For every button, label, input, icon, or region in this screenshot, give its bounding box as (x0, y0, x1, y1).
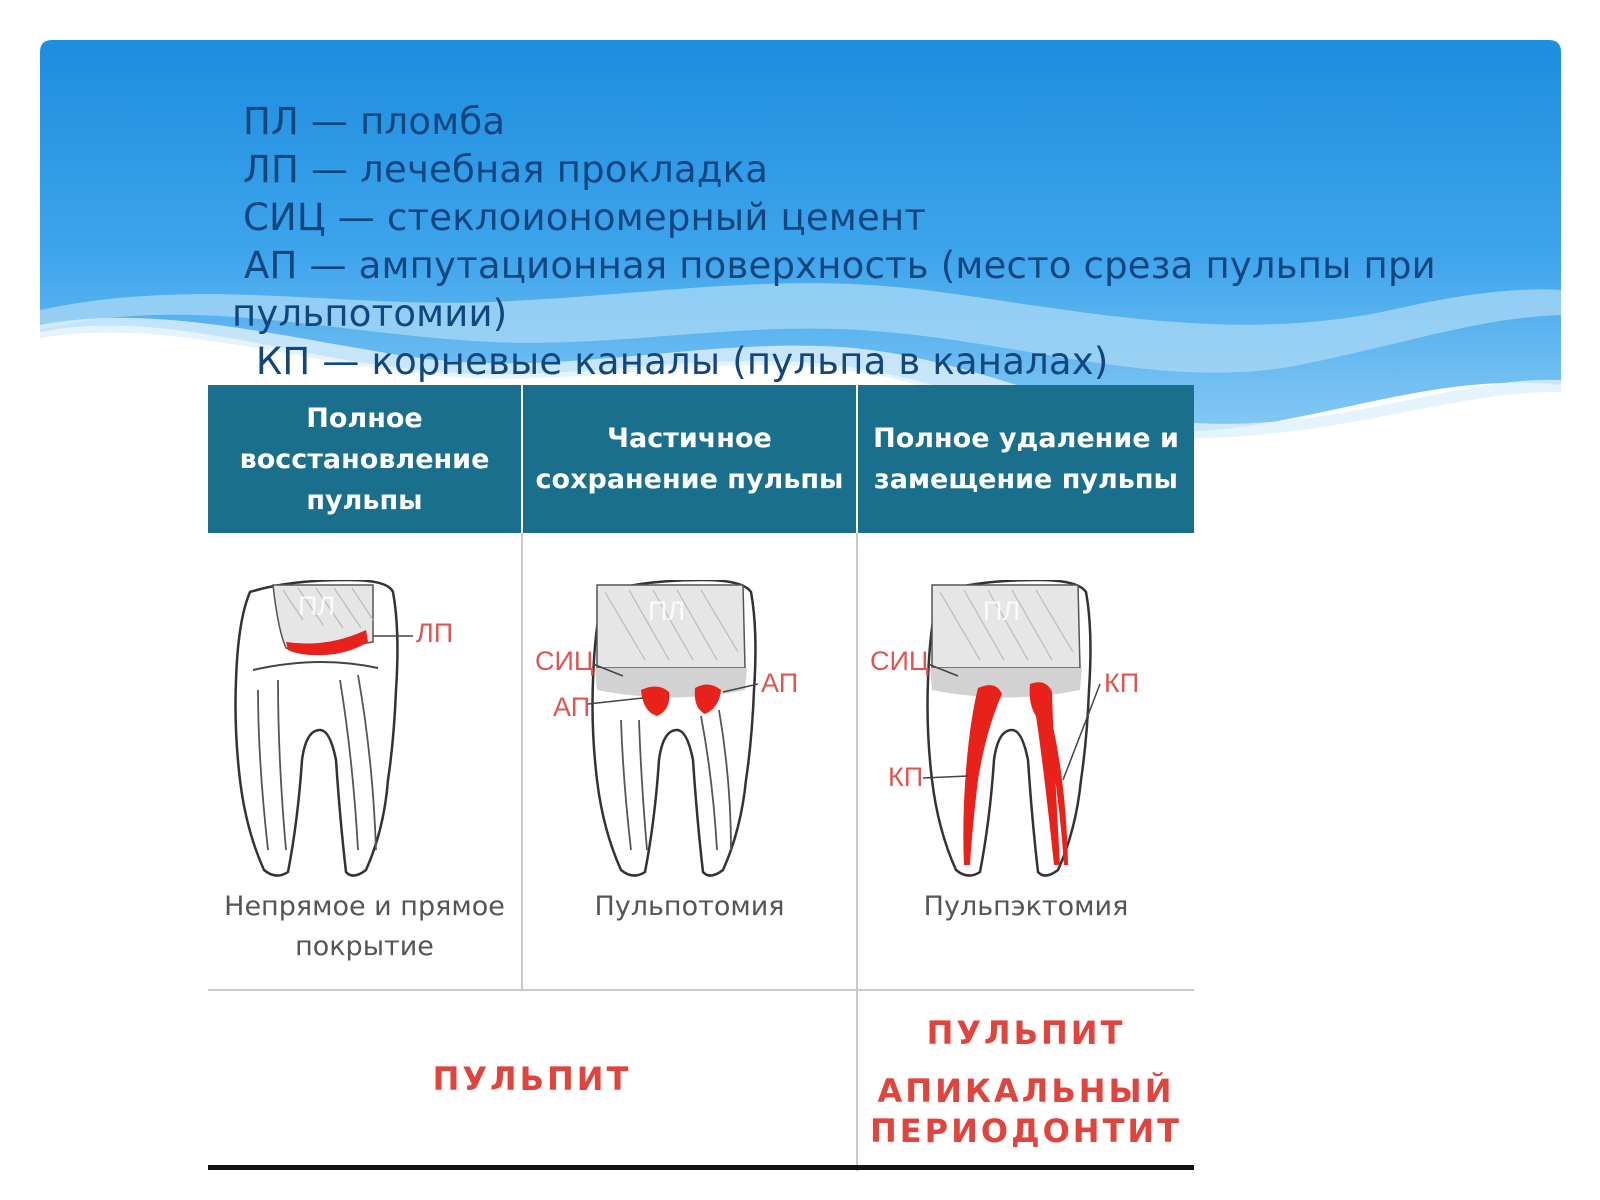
cement-layer (595, 668, 747, 698)
label-cement: СИЦ (870, 646, 929, 676)
label-liner: ЛП (416, 618, 453, 648)
label-amputation-right: АП (761, 668, 798, 698)
caption-pulpotomy: Пульпотомия (594, 891, 785, 922)
canal-left (963, 685, 1002, 865)
diagnosis-pulpitis: ПУЛЬПИТ (432, 1060, 632, 1098)
legend-line-filling: ПЛ — пломба (243, 100, 506, 143)
legend-line-amputation: АП — ампутационная поверхность (место ср… (232, 244, 1436, 287)
cement-layer (930, 668, 1082, 698)
header-full-removal: Полное удаление и замещение пульпы (858, 385, 1194, 533)
tooth-diagram-pulpotomy: ПЛ СИЦ АП АП (535, 580, 798, 877)
tooth-outline (234, 580, 399, 877)
table-bottom-border (208, 1165, 1194, 1170)
caption-capping: Непрямое и прямое покрытие (224, 891, 505, 962)
pulp-treatment-table: Полное восстановление пульпы Частичное с… (208, 385, 1194, 1171)
row-divider (208, 989, 1194, 991)
header-partial-preservation: Частичное сохранение пульпы (523, 385, 856, 533)
label-canal-right: КП (1104, 668, 1139, 698)
sky-banner (40, 40, 1561, 438)
diagnosis-pulpitis-right: ПУЛЬПИТ (926, 1014, 1126, 1052)
abbreviation-legend: ПЛ — пломба ЛП — лечебная прокладка СИЦ … (232, 98, 1492, 386)
legend-line-canals: КП — корневые каналы (пульпа в каналах) (232, 340, 1109, 383)
diagnosis-periodontitis: ПЕРИОДОНТИТ (870, 1112, 1182, 1150)
liner-red (286, 630, 368, 656)
amputation-left (641, 686, 670, 716)
label-filling: ПЛ (983, 596, 1020, 626)
legend-line-amputation-cont: пульпотомии) (232, 292, 508, 335)
label-canal-left: КП (888, 762, 923, 792)
label-filling: ПЛ (298, 591, 335, 621)
amputation-right (694, 684, 721, 714)
column-divider-2 (856, 533, 858, 1171)
header-full-restoration: Полное восстановление пульпы (208, 385, 521, 533)
column-divider-1 (521, 533, 523, 990)
label-filling: ПЛ (648, 596, 685, 626)
diagnosis-apical: АПИКАЛЬНЫЙ (877, 1072, 1175, 1110)
legend-line-cement: СИЦ — стеклоиономерный цемент (243, 196, 927, 239)
tooth-diagram-pulpectomy: ПЛ СИЦ КП КП (870, 580, 1139, 877)
legend-line-liner: ЛП — лечебная прокладка (243, 148, 769, 191)
label-cement: СИЦ (535, 646, 594, 676)
label-amputation-left: АП (553, 692, 590, 722)
caption-pulpectomy: Пульпэктомия (923, 891, 1129, 922)
canal-right-2 (1042, 698, 1068, 865)
tooth-diagram-capping: ПЛ ЛП (234, 580, 453, 877)
